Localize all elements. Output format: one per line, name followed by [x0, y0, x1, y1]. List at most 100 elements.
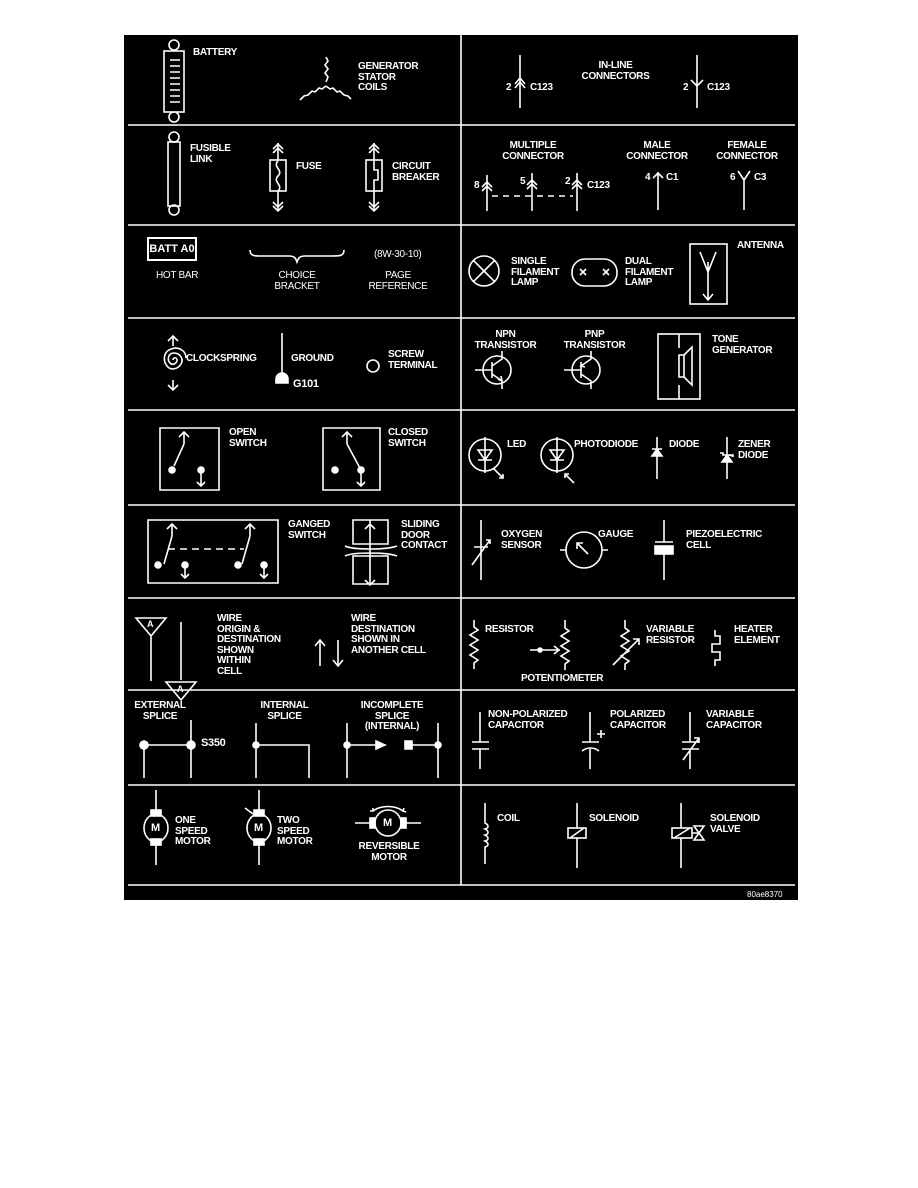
label-polarized-capacitor: POLARIZED CAPACITOR [610, 709, 666, 731]
label-tone-generator: TONE GENERATOR [712, 334, 773, 356]
label-gauge: GAUGE [598, 529, 634, 540]
variable-capacitor-icon [682, 712, 700, 769]
label-external-splice: EXTERNAL SPLICE [134, 700, 186, 722]
one-speed-motor-icon [143, 790, 169, 865]
motor-letter: M [151, 822, 160, 834]
open-switch-icon [159, 427, 220, 491]
photodiode-icon [540, 437, 575, 484]
label-screw-terminal: SCREW TERMINAL [388, 349, 438, 371]
fusible-link-icon [167, 131, 181, 216]
label-wire-origin: WIRE ORIGIN & DESTINATION SHOWN WITHIN C… [217, 613, 281, 677]
pin-number: 8 [474, 180, 480, 191]
label-generator-stator-coils: GENERATOR STATOR COILS [358, 61, 419, 93]
screw-terminal-icon [366, 359, 380, 373]
inline-connector-female-icon [690, 55, 704, 108]
variable-resistor-icon [612, 620, 640, 670]
label-npn-transistor: NPN TRANSISTOR [474, 329, 537, 351]
label-male-connector: MALE CONNECTOR [626, 140, 688, 162]
pin-number: 2 [565, 176, 571, 187]
label-multiple-connector: MULTIPLE CONNECTOR [502, 140, 564, 162]
female-connector-icon [737, 170, 751, 210]
label-page-reference: PAGE REFERENCE [368, 270, 428, 292]
label-internal-splice: INTERNAL SPLICE [260, 700, 309, 722]
wire-marker: A [177, 684, 184, 694]
label-two-speed-motor: TWO SPEED MOTOR [277, 815, 313, 847]
piezoelectric-cell-icon [654, 520, 674, 580]
ground-id: G101 [293, 378, 319, 390]
label-ground: GROUND [291, 353, 334, 364]
single-filament-lamp-icon [468, 255, 500, 287]
wire-origin-icon [134, 617, 198, 702]
label-piezoelectric-cell: PIEZOELECTRIC CELL [686, 529, 763, 551]
fuse-icon [269, 142, 287, 213]
motor-letter: M [254, 822, 263, 834]
label-dual-filament-lamp: DUAL FILAMENT LAMP [625, 256, 674, 288]
pin-number: 4 [645, 172, 651, 183]
label-solenoid: SOLENOID [589, 813, 639, 824]
label-antenna: ANTENNA [737, 240, 784, 251]
polarized-capacitor-icon [581, 712, 605, 769]
page-reference-value: (8W-30-10) [374, 249, 422, 260]
clockspring-icon [163, 334, 187, 392]
dual-filament-lamp-icon [571, 258, 618, 287]
label-incomplete-splice: INCOMPLETE SPLICE (INTERNAL) [360, 700, 424, 732]
two-speed-motor-icon [244, 790, 272, 865]
motor-letter: M [383, 817, 392, 829]
label-choice-bracket: CHOICE BRACKET [274, 270, 320, 292]
label-pnp-transistor: PNP TRANSISTOR [563, 329, 626, 351]
label-clockspring: CLOCKSPRING [186, 353, 257, 364]
solenoid-valve-icon [671, 803, 706, 868]
ganged-switch-icon [147, 519, 279, 584]
label-oxygen-sensor: OXYGEN SENSOR [501, 529, 542, 551]
label-one-speed-motor: ONE SPEED MOTOR [175, 815, 211, 847]
sliding-door-contact-icon [344, 519, 398, 587]
choice-bracket-icon [249, 249, 345, 265]
label-battery: BATTERY [193, 47, 238, 58]
external-splice-icon [139, 720, 196, 778]
label-circuit-breaker: CIRCUIT BREAKER [392, 161, 440, 183]
label-reversible-motor: REVERSIBLE MOTOR [358, 841, 420, 863]
label-open-switch: OPEN SWITCH [229, 427, 267, 449]
label-heater-element: HEATER ELEMENT [734, 624, 780, 646]
npn-transistor-icon [475, 351, 512, 389]
label-variable-resistor: VARIABLE RESISTOR [646, 624, 695, 646]
label-wire-destination: WIRE DESTINATION SHOWN IN ANOTHER CELL [351, 613, 426, 656]
heater-element-icon [711, 630, 721, 666]
pin-number: 2 [506, 82, 512, 93]
label-fusible-link: FUSIBLE LINK [190, 143, 231, 165]
pin-number: 6 [730, 172, 736, 183]
label-photodiode: PHOTODIODE [574, 439, 639, 450]
generator-stator-coils-icon [299, 56, 352, 101]
label-single-filament-lamp: SINGLE FILAMENT LAMP [511, 256, 560, 288]
label-ganged-switch: GANGED SWITCH [288, 519, 331, 541]
label-female-connector: FEMALE CONNECTOR [716, 140, 778, 162]
label-coil: COIL [497, 813, 520, 824]
non-polarized-capacitor-icon [472, 712, 489, 769]
connector-id: C3 [754, 172, 767, 183]
gauge-icon [560, 531, 608, 569]
reversible-motor-icon [355, 805, 421, 837]
label-resistor: RESISTOR [485, 624, 534, 635]
potentiometer-icon [530, 620, 571, 670]
batt-hot-bar-box: BATT A0 [147, 237, 197, 261]
splice-id: S350 [201, 737, 226, 749]
label-sliding-door-contact: SLIDING DOOR CONTACT [401, 519, 448, 551]
tone-generator-icon [657, 333, 701, 400]
figure-id: 80ae8370 [747, 890, 783, 899]
resistor-icon [468, 620, 480, 669]
multiple-connector-icon [481, 173, 583, 211]
label-non-polarized-capacitor: NON-POLARIZED CAPACITOR [488, 709, 568, 731]
pnp-transistor-icon [564, 351, 601, 389]
circuit-breaker-icon [365, 142, 383, 213]
internal-splice-icon [252, 723, 310, 778]
label-in-line-connectors: IN-LINE CONNECTORS [581, 60, 650, 82]
connector-id: C123 [707, 82, 730, 93]
ground-icon [275, 333, 289, 384]
grid-lines [128, 35, 795, 886]
male-connector-icon [652, 171, 664, 210]
label-fuse: FUSE [296, 161, 322, 172]
inline-connector-male-icon [514, 55, 526, 108]
label-variable-capacitor: VARIABLE CAPACITOR [706, 709, 762, 731]
solenoid-icon [567, 803, 587, 868]
